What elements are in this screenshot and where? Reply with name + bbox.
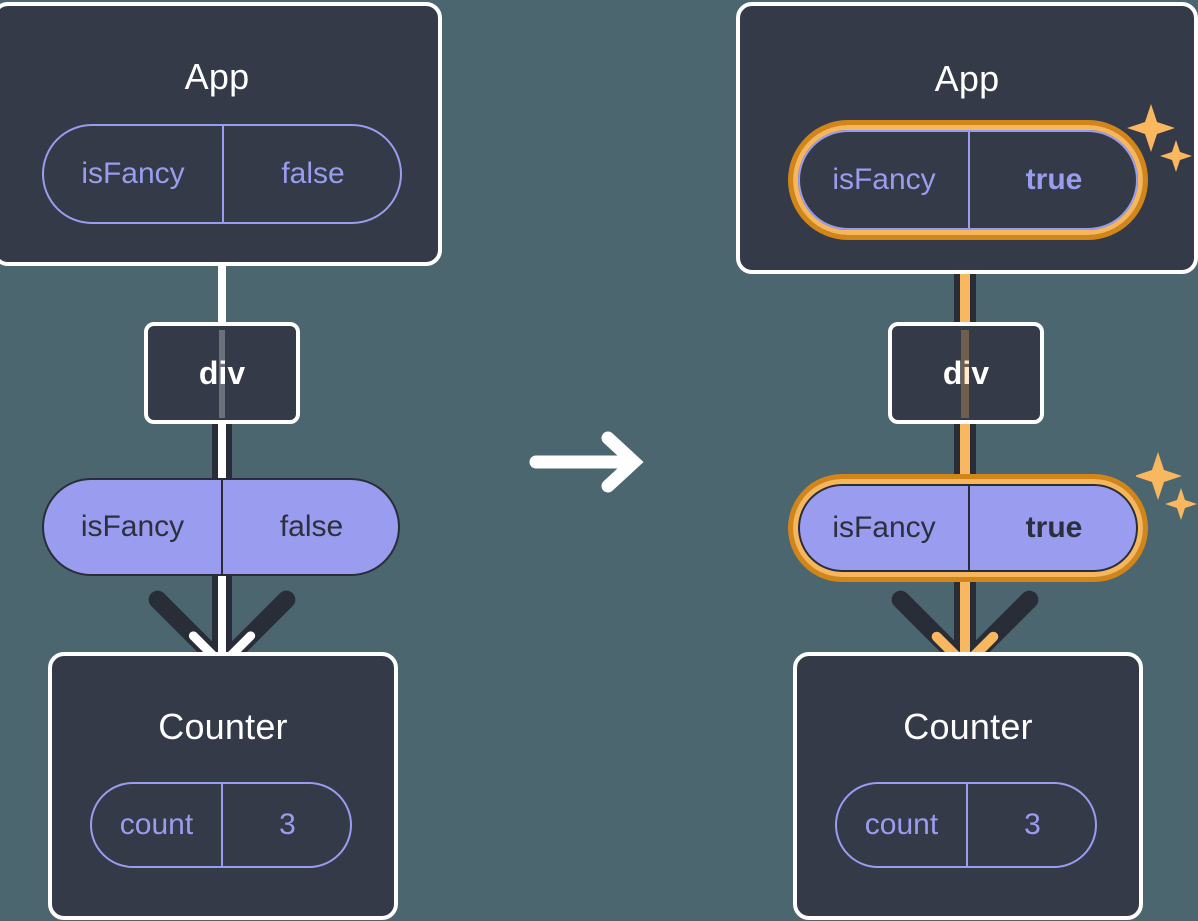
sparkle-large-icon xyxy=(1136,452,1182,500)
left-counter-state-pill[interactable]: count 3 xyxy=(90,782,352,868)
left-div-label: div xyxy=(198,354,246,391)
right-counter-state-value: 3 xyxy=(966,784,1095,866)
left-counter-state-value: 3 xyxy=(221,784,350,866)
right-app-state-value: true xyxy=(968,132,1136,228)
left-wire-app-to-div xyxy=(218,262,226,328)
left-prop-pill[interactable]: isFancy false xyxy=(42,478,400,576)
arrow-right-icon xyxy=(529,431,644,493)
right-app-state-key: isFancy xyxy=(832,163,936,196)
right-div-label: div xyxy=(942,354,990,391)
left-wire-inside-div xyxy=(219,330,225,418)
right-wire-inside-div xyxy=(961,330,969,418)
right-counter-title: Counter xyxy=(903,706,1033,747)
right-counter-state-pill[interactable]: count 3 xyxy=(835,782,1097,868)
right-prop-sparkles xyxy=(1136,446,1198,532)
right-app-sparkles xyxy=(1126,96,1198,184)
left-prop-key: isFancy xyxy=(80,510,185,543)
right-app-state-pill[interactable]: isFancy true xyxy=(798,130,1138,230)
left-wire-pill-to-counter-core xyxy=(218,560,226,662)
right-wire-div-to-pill-core xyxy=(960,420,970,490)
left-app-state-key: isFancy xyxy=(81,157,185,190)
left-app-title: App xyxy=(184,56,250,97)
left-wire-div-to-pill-core xyxy=(218,420,226,490)
left-app-state-pill[interactable]: isFancy false xyxy=(42,124,402,224)
left-counter-title: Counter xyxy=(158,706,288,747)
sparkle-small-icon xyxy=(1160,140,1192,172)
left-counter-panel: Counter xyxy=(48,652,398,920)
left-counter-state-key: count xyxy=(119,808,194,841)
right-prop-value: true xyxy=(968,486,1136,570)
right-prop-pill[interactable]: isFancy true xyxy=(798,484,1138,572)
right-prop-key: isFancy xyxy=(832,511,936,544)
right-app-title: App xyxy=(934,58,1000,99)
left-app-state-value: false xyxy=(222,126,400,222)
left-prop-value: false xyxy=(221,480,398,574)
right-counter-state-key: count xyxy=(864,808,939,841)
sparkle-small-icon xyxy=(1165,488,1197,520)
right-div-node[interactable]: div xyxy=(888,322,1044,424)
right-wire-pill-to-counter-core xyxy=(960,560,970,662)
transition-arrow xyxy=(528,430,652,494)
sparkle-large-icon xyxy=(1127,104,1175,152)
left-div-node[interactable]: div xyxy=(144,322,300,424)
